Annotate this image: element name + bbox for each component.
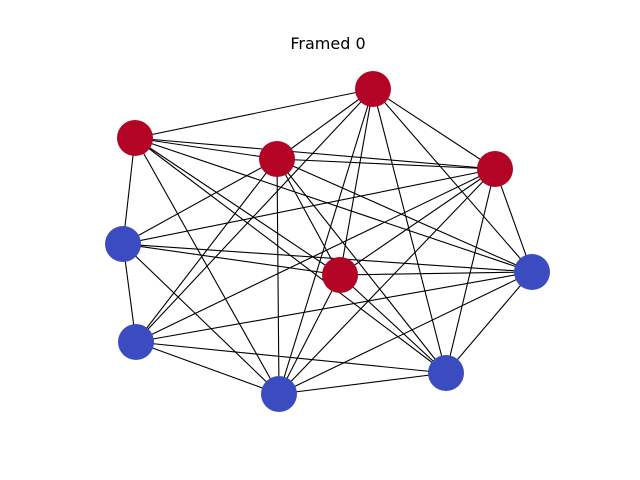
node-layer: [105, 71, 550, 412]
edge-n4-n6: [339, 271, 533, 276]
edge-n5-n9: [122, 243, 280, 395]
edge-n1-n2: [134, 137, 278, 160]
node-n3-red: [477, 151, 513, 187]
edge-n1-n3: [134, 137, 496, 170]
edge-n3-n7: [135, 168, 496, 343]
edge-n4-n8: [339, 274, 447, 374]
edge-n0-n2: [276, 88, 374, 160]
edge-n2-n3: [276, 158, 496, 170]
node-n0-red: [355, 71, 391, 107]
edge-n0-n3: [372, 88, 496, 170]
node-n7-blue: [118, 324, 154, 360]
edge-n3-n9: [278, 168, 496, 395]
edge-n3-n6: [494, 168, 533, 273]
edge-n7-n9: [135, 341, 280, 395]
node-n1-red: [117, 120, 153, 156]
edge-n4-n5: [122, 243, 341, 276]
edge-n6-n8: [445, 271, 533, 374]
edge-n3-n4: [339, 168, 496, 276]
edge-n2-n6: [276, 158, 533, 273]
edge-n0-n4: [339, 88, 374, 276]
edge-n3-n5: [122, 168, 496, 245]
node-n4-red: [322, 257, 358, 293]
edge-n6-n9: [278, 271, 533, 395]
edge-n0-n6: [372, 88, 533, 273]
edge-n0-n9: [278, 88, 374, 395]
edge-n2-n5: [122, 158, 278, 245]
edge-n2-n9: [276, 158, 280, 395]
edge-n1-n4: [134, 137, 341, 276]
node-n6-blue: [514, 254, 550, 290]
edge-n7-n8: [135, 341, 447, 374]
node-n8-blue: [428, 355, 464, 391]
edge-n3-n8: [445, 168, 496, 374]
node-n9-blue: [261, 376, 297, 412]
edge-n4-n9: [278, 274, 341, 395]
edge-n6-n7: [135, 271, 533, 343]
edge-n8-n9: [278, 372, 447, 395]
edge-n0-n1: [134, 88, 374, 139]
edge-n0-n7: [135, 88, 374, 343]
edge-n2-n7: [135, 158, 278, 343]
edge-n2-n8: [276, 158, 447, 374]
edge-n5-n6: [122, 243, 533, 273]
node-n5-blue: [105, 226, 141, 262]
edge-n2-n4: [276, 158, 341, 276]
graph-title: Framed 0: [290, 34, 365, 53]
node-n2-red: [259, 141, 295, 177]
edge-n1-n9: [134, 137, 280, 395]
edge-n1-n6: [134, 137, 533, 273]
